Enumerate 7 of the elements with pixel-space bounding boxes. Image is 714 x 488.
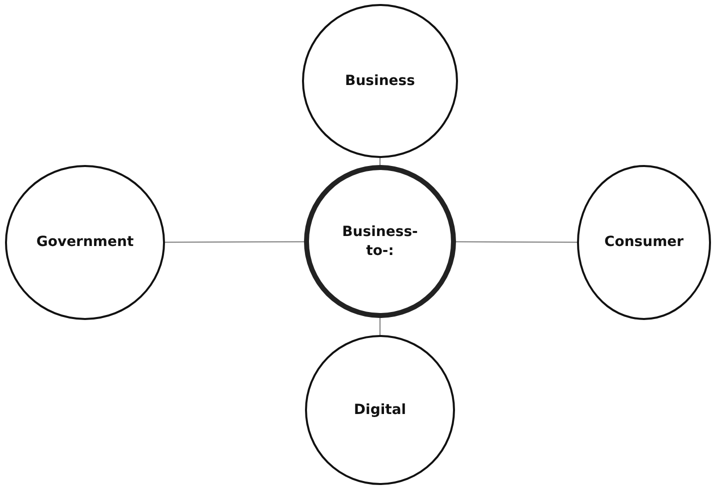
- connector-line: [164, 241, 304, 243]
- node-label: Government: [36, 233, 134, 252]
- connector-line: [456, 241, 578, 243]
- node-label: Consumer: [604, 233, 684, 252]
- node-label: Business: [345, 72, 415, 90]
- node-label: Digital: [354, 400, 406, 420]
- node-label: Business-to-:: [341, 222, 419, 260]
